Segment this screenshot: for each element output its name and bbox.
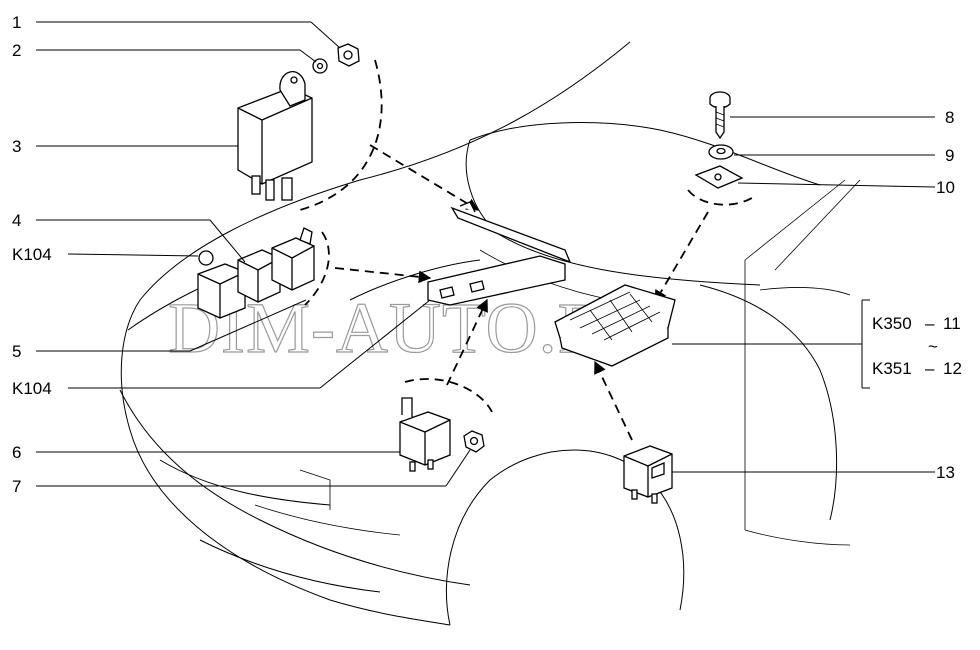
callout-13: 13 (936, 463, 955, 482)
callout-k104-bottom: K104 (12, 379, 52, 398)
relay-with-bracket-part (237, 71, 313, 201)
screw-part (709, 91, 731, 140)
callout-1: 1 (12, 13, 21, 32)
callout-2: 2 (12, 41, 21, 60)
relay-part-13 (623, 445, 673, 504)
k104-clip-part (198, 250, 214, 266)
assembly-arrows (334, 144, 709, 441)
callout-12: 12 (943, 359, 962, 378)
callout-k104-top: K104 (12, 245, 52, 264)
callout-7: 7 (12, 477, 21, 496)
callout-k351: K351 (872, 359, 912, 378)
leader-lines (36, 21, 936, 487)
callout-11: 11 (943, 314, 961, 333)
relay-bracket-rail-part (450, 201, 572, 264)
callout-k351-dash: – (925, 359, 935, 378)
clip-part-10 (694, 165, 744, 189)
callout-6: 6 (12, 443, 21, 462)
nut-part-7 (463, 430, 485, 453)
fuse-box-part (554, 284, 676, 367)
callout-k350: K350 (872, 314, 912, 333)
callout-range-tilde: ~ (928, 337, 938, 356)
callout-3: 3 (12, 137, 21, 156)
callout-k350-dash: – (925, 314, 935, 333)
callout-5: 5 (12, 342, 21, 361)
washer-part (312, 58, 328, 74)
callout-4: 4 (12, 211, 21, 230)
callout-9: 9 (945, 146, 954, 165)
relay-mounting-plate-part (427, 255, 566, 306)
relay-part-6 (399, 397, 451, 472)
callout-8: 8 (945, 108, 954, 127)
car-body-outline (119, 41, 861, 626)
nut-part (337, 43, 360, 67)
callout-10: 10 (936, 178, 955, 197)
mounting-arcs (299, 59, 753, 413)
washer-part-9 (708, 144, 734, 160)
relay-group-part (197, 227, 315, 319)
